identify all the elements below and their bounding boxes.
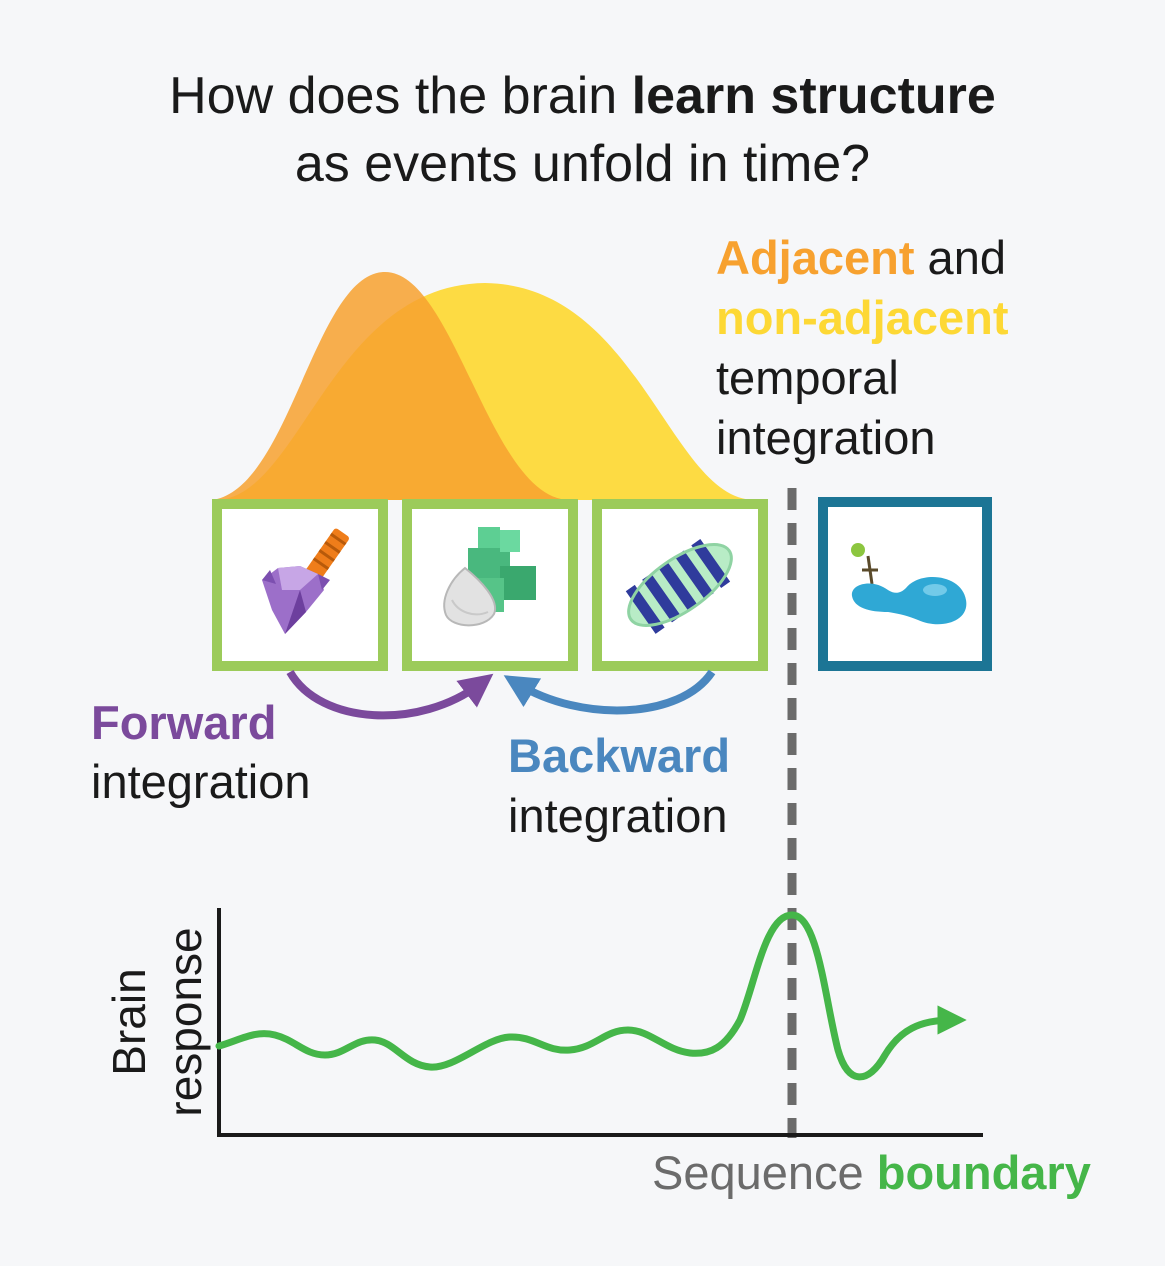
adjacent-word: Adjacent — [716, 231, 915, 284]
y-axis-label-line2: response — [159, 927, 211, 1116]
striped-oval-object-icon — [625, 539, 733, 634]
object-frame-3 — [592, 499, 768, 671]
forward-arrow — [286, 669, 494, 720]
orange-adjacent-curve — [212, 272, 570, 500]
and-word: and — [914, 231, 1006, 284]
backward-arrow — [503, 669, 716, 715]
page-title: How does the brain learn structure as ev… — [0, 62, 1165, 198]
object-frame-4 — [818, 497, 992, 671]
purple-spiky-object-icon — [262, 528, 349, 634]
x-axis-label-bold: boundary — [876, 1146, 1091, 1199]
blue-blob-object-icon — [851, 543, 967, 625]
title-prefix: How does the brain — [169, 67, 632, 125]
forward-label: Forward — [91, 696, 277, 749]
x-axis-label-plain: Sequence — [652, 1146, 877, 1199]
backward-integration-label: integration — [508, 789, 728, 842]
temporal-label: temporal — [716, 351, 899, 404]
integration-label: integration — [716, 411, 936, 464]
backward-label: Backward — [508, 729, 731, 782]
title-line2: as events unfold in time? — [294, 135, 871, 193]
nonadjacent-label: non-adjacent — [716, 291, 1009, 344]
adjacent-label: Adjacent and — [716, 228, 1006, 288]
y-axis-label-line1: Brain — [103, 968, 155, 1075]
forward-integration-label: integration — [91, 755, 311, 808]
title-bold: learn structure — [631, 67, 996, 125]
x-axis-label: Sequence boundary — [652, 1143, 1091, 1203]
brain-response-curve — [215, 911, 967, 1081]
green-block-object-icon — [443, 527, 536, 627]
